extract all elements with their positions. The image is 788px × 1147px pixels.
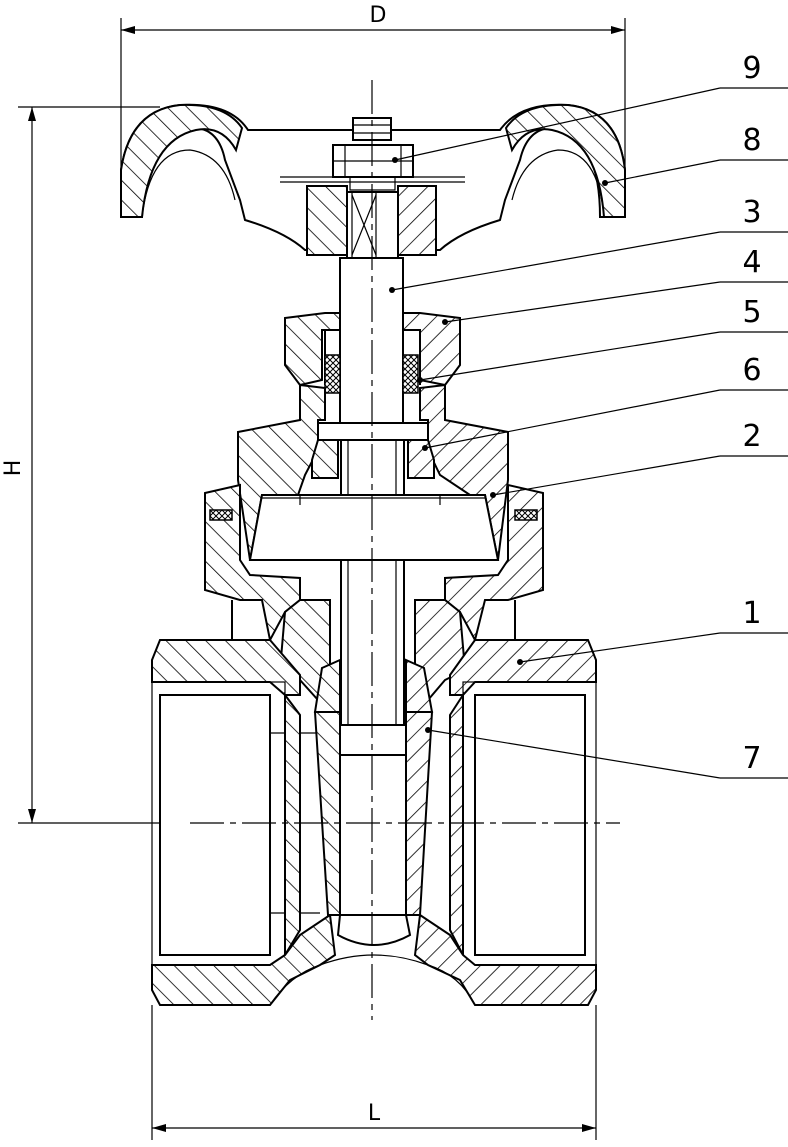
bonnet <box>237 383 509 561</box>
callout-5: 5 <box>742 295 761 330</box>
gland-nut <box>284 312 461 387</box>
callout-2: 2 <box>742 419 761 454</box>
center-axes <box>190 80 620 1020</box>
callout-4: 4 <box>742 245 761 280</box>
callout-7: 7 <box>742 741 761 776</box>
callout-6: 6 <box>742 353 761 388</box>
callout-9: 9 <box>742 51 761 86</box>
dimension-h-label: H <box>1 460 26 477</box>
packing <box>324 354 419 394</box>
callouts: 9 8 3 4 5 6 2 1 <box>389 51 788 779</box>
dimension-d-label: D <box>370 3 387 28</box>
dimension-l-label: L <box>368 1101 381 1126</box>
callout-3: 3 <box>742 195 761 230</box>
callout-8: 8 <box>742 123 761 158</box>
wedge <box>313 658 434 946</box>
dimension-l: L <box>151 1005 597 1140</box>
callout-1: 1 <box>742 596 761 631</box>
